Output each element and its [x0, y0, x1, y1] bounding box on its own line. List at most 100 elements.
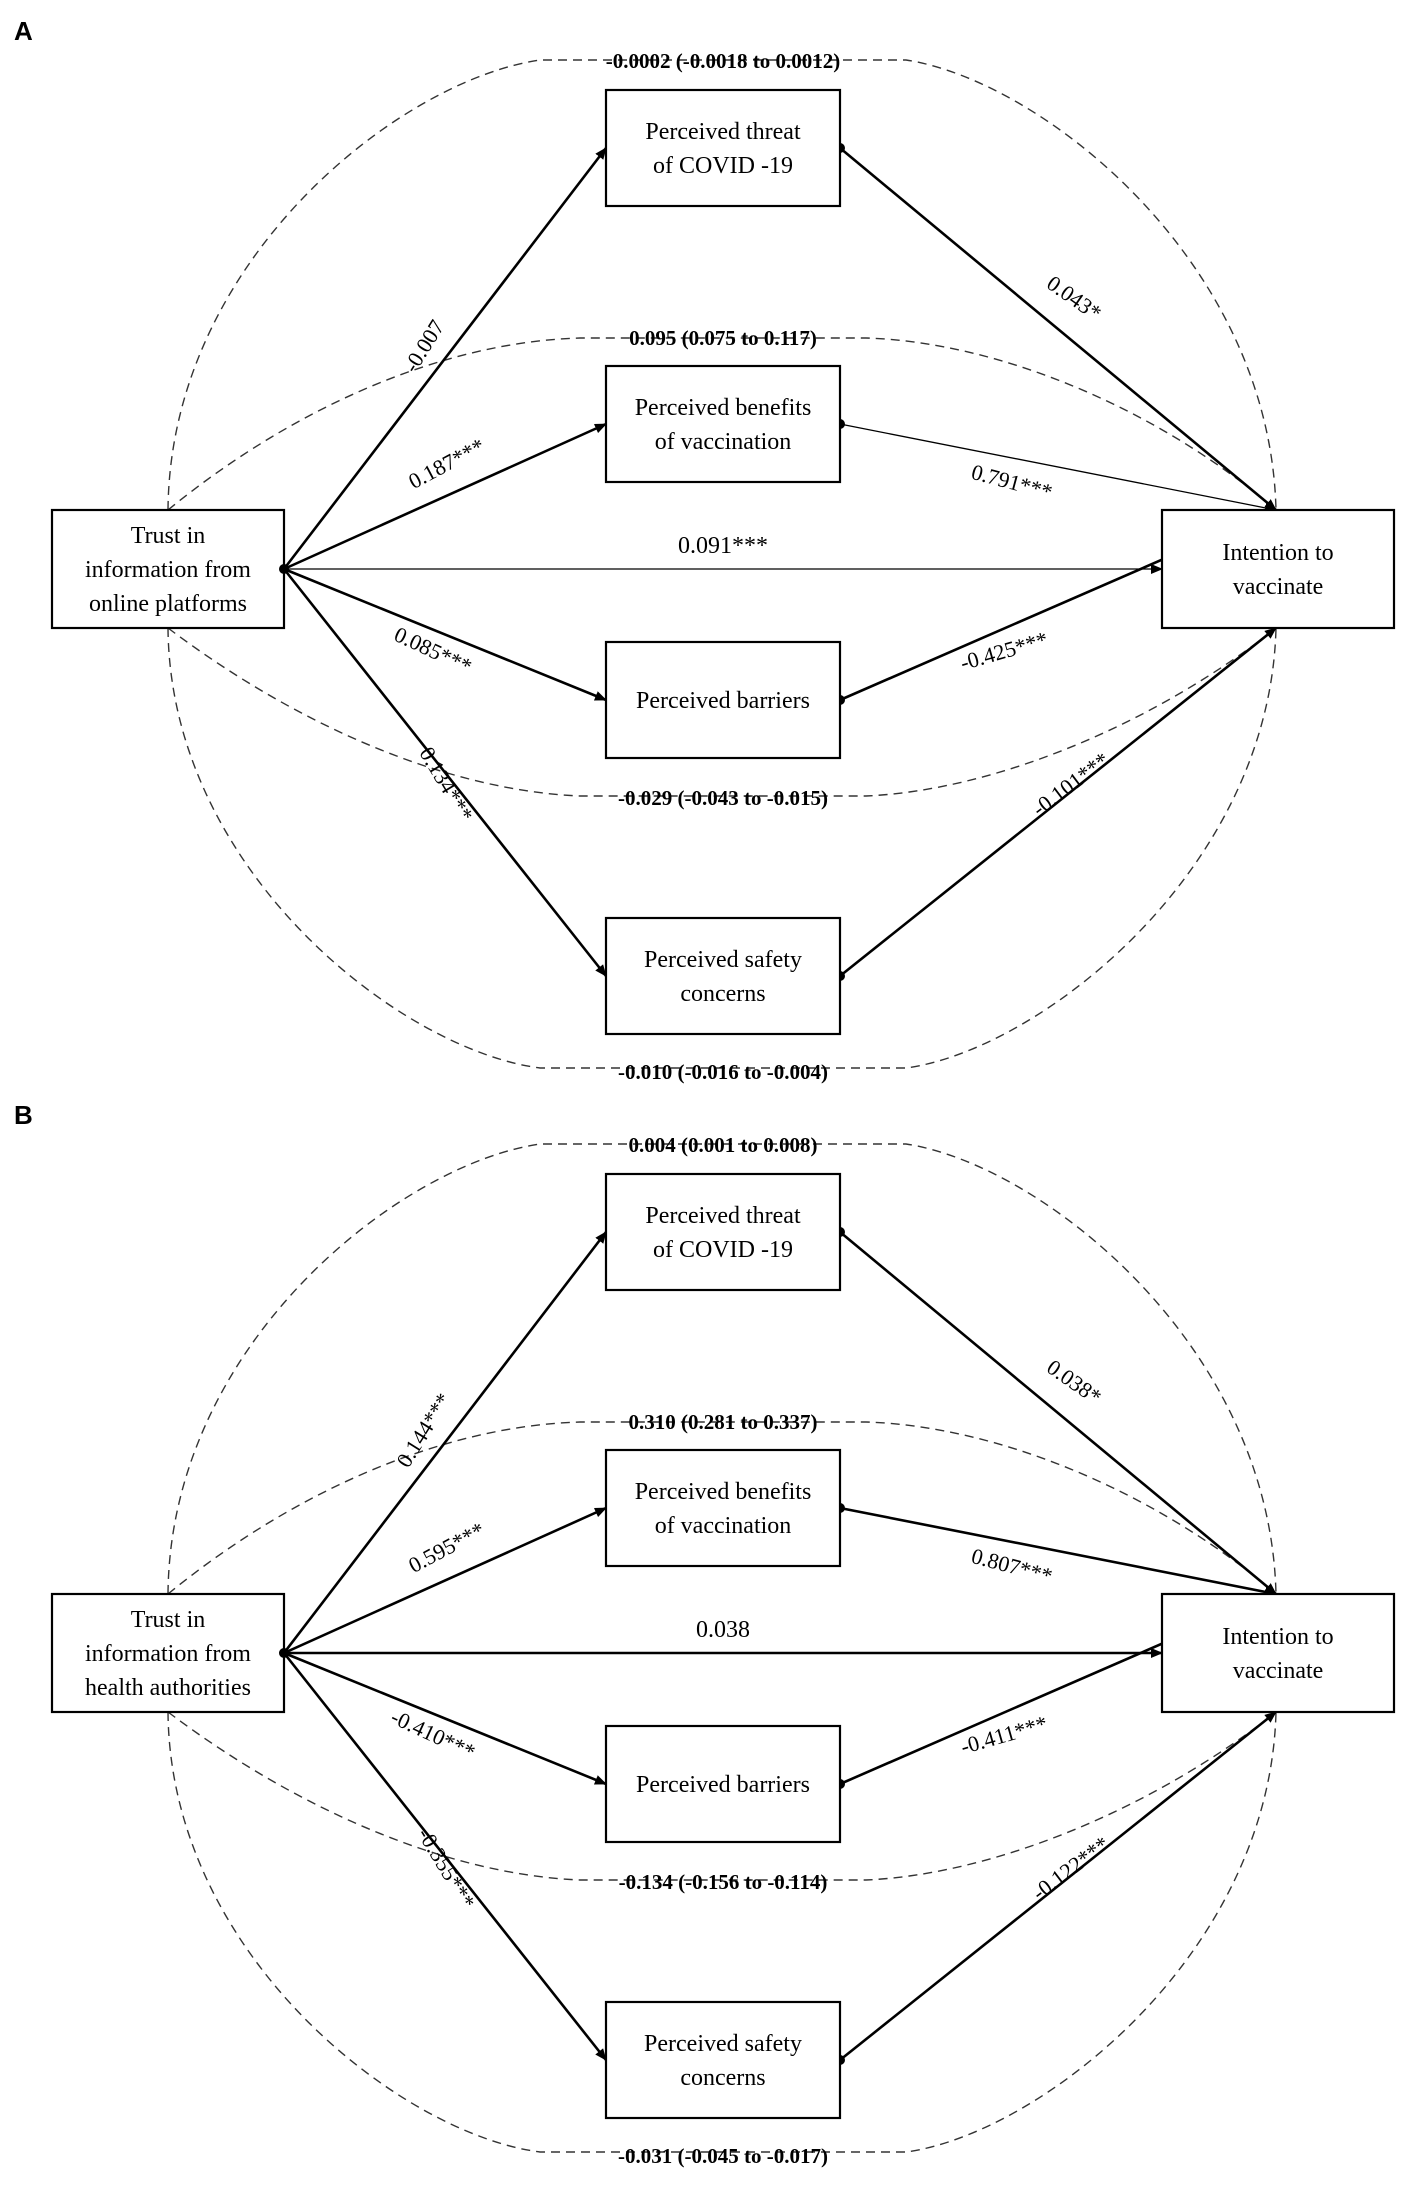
mediator-box-safety [604, 2000, 842, 2120]
source-label-line: Trust in [131, 1607, 205, 1633]
mediator-box-benefits [604, 1448, 842, 1568]
b-coef-safety: -0.101*** [1027, 747, 1114, 821]
indirect-label-benefits: 0.095 (0.075 to 0.117) [629, 326, 817, 350]
source-label-line: online platforms [89, 591, 247, 617]
mediator-label-threat-line: of COVID -19 [653, 153, 793, 179]
a-path-threat [282, 1231, 608, 1654]
b-path-threat [839, 146, 1277, 512]
indirect-label-barriers: -0.134 (-0.156 to -0.114) [619, 1870, 828, 1894]
a-path-barriers [283, 567, 607, 702]
source-box [50, 508, 286, 630]
mediator-node-barriers: Perceived barriers [604, 640, 842, 760]
mediator-node-safety: Perceived safety concerns [604, 2000, 842, 2120]
mediator-label-benefits-line: Perceived benefits [635, 395, 812, 421]
b-coef-barriers: -0.425*** [957, 626, 1050, 675]
source-dot [279, 564, 289, 574]
panel-b: B Trust in information from health authorit… [14, 1100, 1396, 2168]
mediator-label-threat-line: Perceived threat [645, 119, 801, 145]
indirect-arc-benefits [167, 1421, 1277, 1595]
mediator-box-barriers [604, 1724, 842, 1844]
mediator-box-safety [604, 916, 842, 1036]
a-path-threat [282, 147, 608, 570]
outcome-box [1160, 1592, 1396, 1714]
mediator-label-benefits-line: of vaccination [655, 429, 792, 455]
direct-coef: 0.038 [696, 1617, 750, 1643]
mediator-label-safety-line: Perceived safety [644, 2031, 802, 2057]
a-coef-safety: 0.134*** [414, 742, 478, 826]
b-coef-threat: 0.043* [1042, 270, 1106, 325]
indirect-label-barriers: -0.029 (-0.043 to -0.015) [618, 786, 828, 810]
indirect-label-threat: -0.0002 (-0.0018 to 0.0012) [606, 49, 840, 73]
indirect-label-safety: -0.031 (-0.045 to -0.017) [618, 2144, 828, 2168]
b-coef-benefits: 0.807*** [969, 1543, 1055, 1589]
mediator-box-threat [604, 88, 842, 208]
outcome-node: Intention to vaccinate [1160, 1592, 1396, 1714]
indirect-arc-threat [167, 1143, 1277, 1595]
mediator-node-benefits: Perceived benefits of vaccination [604, 1448, 842, 1568]
b-path-safety [839, 626, 1277, 978]
mediator-label-benefits-line: Perceived benefits [635, 1479, 812, 1505]
indirect-label-benefits: 0.310 (0.281 to 0.337) [629, 1410, 818, 1434]
a-path-benefits [283, 422, 607, 571]
indirect-arc-barriers [167, 627, 1277, 797]
panel-label: A [14, 16, 33, 46]
source-dot [279, 1648, 289, 1658]
source-box [50, 1592, 286, 1714]
b-coef-benefits: 0.791*** [969, 459, 1055, 505]
mediator-box-barriers [604, 640, 842, 760]
mediator-label-safety-line: concerns [680, 981, 765, 1007]
outcome-label-line: Intention to [1222, 540, 1333, 566]
source-label-line: health authorities [85, 1675, 251, 1701]
mediator-box-benefits [604, 364, 842, 484]
outcome-label-line: Intention to [1222, 1624, 1333, 1650]
mediator-label-barriers-line: Perceived barriers [636, 688, 810, 714]
a-path-barriers [283, 1651, 607, 1786]
b-coef-barriers: -0.411*** [958, 1711, 1050, 1760]
indirect-arc-safety [167, 627, 1277, 1069]
mediator-label-benefits-line: of vaccination [655, 1513, 792, 1539]
a-path-safety [282, 1652, 608, 2061]
a-coef-benefits: 0.595*** [404, 1517, 489, 1578]
b-path-benefits [839, 423, 1277, 513]
mediator-node-benefits: Perceived benefits of vaccination [604, 364, 842, 484]
mediator-node-barriers: Perceived barriers [604, 1724, 842, 1844]
outcome-label-line: vaccinate [1233, 574, 1324, 600]
panel-a: A Trust in information from online platform… [14, 16, 1396, 1084]
mediator-label-safety-line: Perceived safety [644, 947, 802, 973]
direct-coef: 0.091*** [678, 533, 768, 559]
source-node: Trust in information from health authoriti… [50, 1592, 286, 1714]
mediator-node-threat: Perceived threat of COVID -19 [604, 88, 842, 208]
a-path-benefits [283, 1506, 607, 1655]
b-coef-threat: 0.038* [1042, 1354, 1106, 1409]
outcome-label-line: vaccinate [1233, 1658, 1324, 1684]
source-label-line: information from [85, 1641, 251, 1667]
indirect-label-safety: -0.010 (-0.016 to -0.004) [618, 1060, 828, 1084]
indirect-arc-barriers [167, 1711, 1277, 1881]
a-path-safety [282, 568, 608, 977]
a-coef-safety: -0.355*** [413, 1823, 481, 1913]
mediator-label-barriers-line: Perceived barriers [636, 1772, 810, 1798]
source-label-line: information from [85, 557, 251, 583]
b-coef-safety: -0.122*** [1027, 1831, 1114, 1905]
a-coef-threat: 0.144*** [391, 1388, 456, 1471]
b-path-threat [839, 1230, 1277, 1596]
a-coef-benefits: 0.187*** [404, 433, 489, 494]
mediator-label-safety-line: concerns [680, 2065, 765, 2091]
indirect-arc-benefits [167, 337, 1277, 511]
mediator-node-threat: Perceived threat of COVID -19 [604, 1172, 842, 1292]
a-coef-threat: -0.007 [398, 315, 449, 376]
outcome-box [1160, 508, 1396, 630]
indirect-arc-safety [167, 1711, 1277, 2153]
source-label-line: Trust in [131, 523, 205, 549]
b-path-benefits [839, 1506, 1277, 1597]
outcome-node: Intention to vaccinate [1160, 508, 1396, 630]
indirect-label-threat: 0.004 (0.001 to 0.008) [629, 1133, 818, 1157]
mediator-label-threat-line: Perceived threat [645, 1203, 801, 1229]
b-path-safety [839, 1710, 1277, 2062]
mediator-node-safety: Perceived safety concerns [604, 916, 842, 1036]
panel-label: B [14, 1100, 33, 1130]
indirect-arc-threat [167, 59, 1277, 511]
mediator-label-threat-line: of COVID -19 [653, 1237, 793, 1263]
source-node: Trust in information from online platforms [50, 508, 286, 630]
